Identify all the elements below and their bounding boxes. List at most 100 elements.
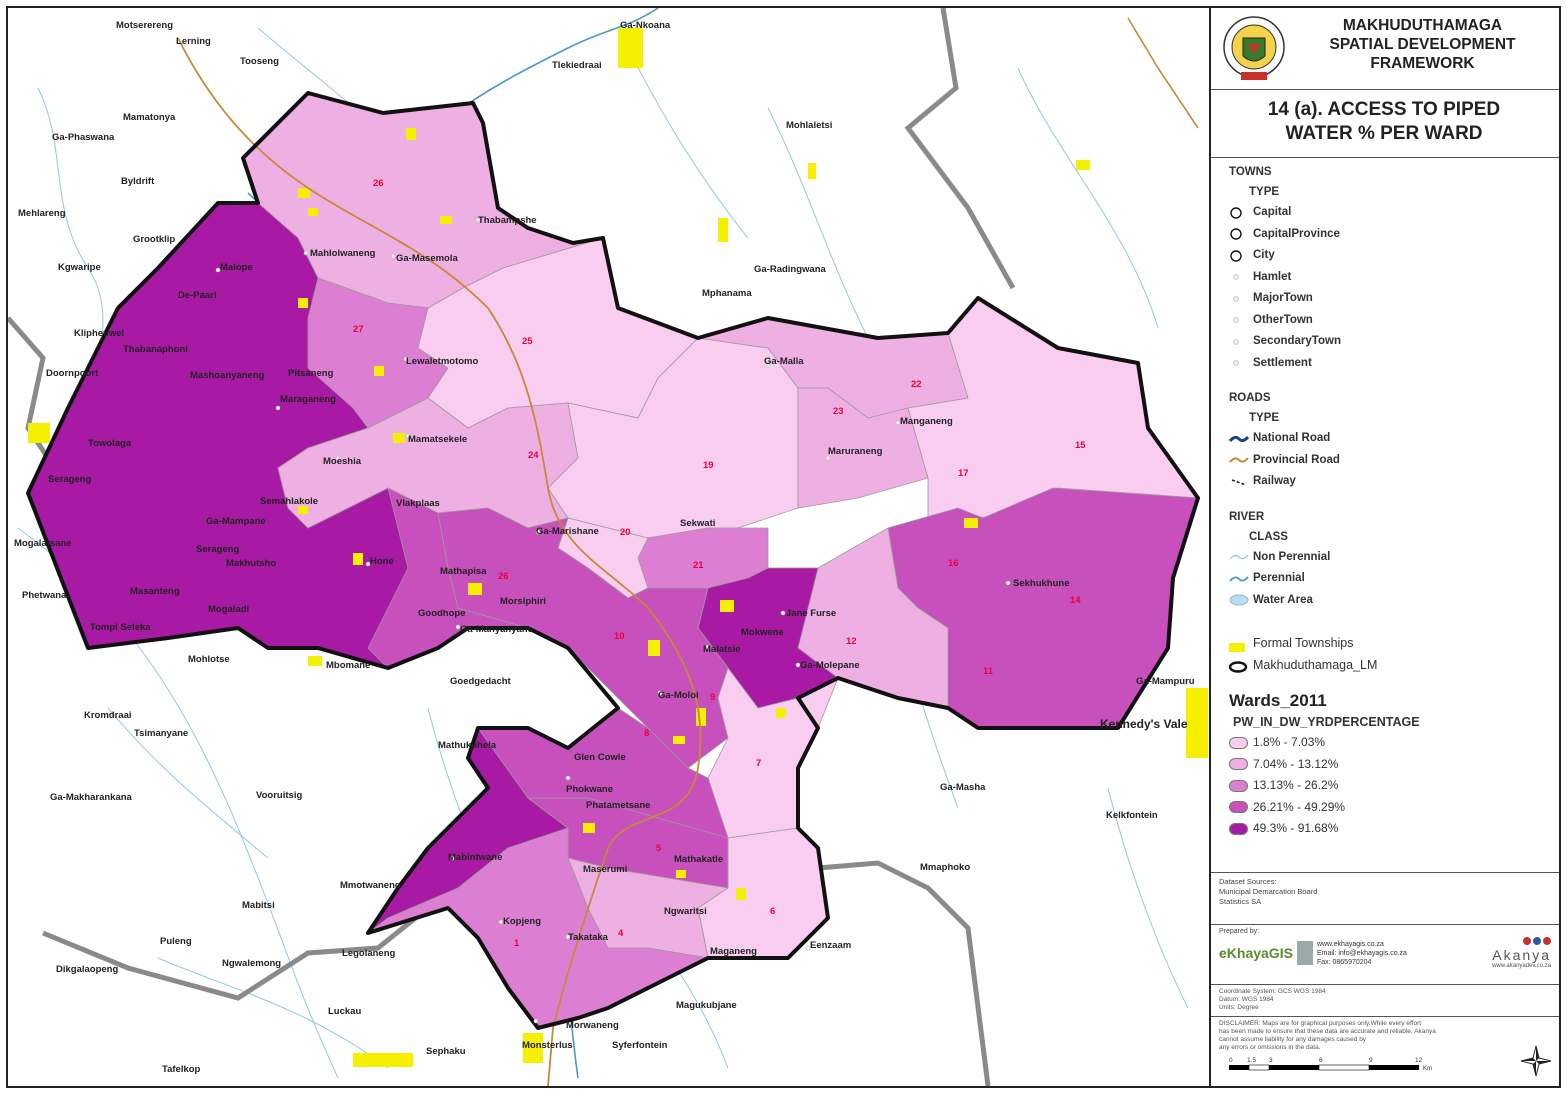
place-label: Ga-Mampane bbox=[206, 516, 266, 527]
org-name-line: MAKHUDUTHAMAGA bbox=[1342, 17, 1503, 34]
legend-item-label: Perennial bbox=[1253, 572, 1305, 584]
ward-label: 22 bbox=[911, 379, 922, 390]
legend-item-label: Water Area bbox=[1253, 593, 1313, 606]
place-label: Tompi Seleka bbox=[90, 622, 151, 633]
prepared-web-link[interactable]: www.ekhayagis.co.za bbox=[1316, 940, 1384, 948]
legend-towns-heading: TOWNS bbox=[1229, 166, 1272, 178]
place-label: Ga-Phaswana bbox=[52, 132, 115, 143]
place-label: Thabampshe bbox=[478, 215, 537, 226]
provincial-road-icon bbox=[1229, 453, 1249, 467]
place-label: Vooruitsig bbox=[256, 790, 302, 801]
place-label: Ga-Mampuru bbox=[1136, 676, 1195, 687]
prepared-email[interactable]: Email: info@ekhayagis.co.za bbox=[1316, 949, 1407, 957]
municipality-boundary bbox=[26, 91, 1200, 1030]
ward-label: 9 bbox=[710, 692, 715, 703]
ward-label: 6 bbox=[770, 906, 775, 917]
org-name-line: SPATIAL DEVELOPMENT bbox=[1329, 36, 1516, 53]
place-label: Mabintwane bbox=[448, 852, 502, 863]
place-label: Ga-Masha bbox=[940, 782, 986, 793]
place-label: Kgwaripe bbox=[58, 262, 101, 273]
non-perennial-river-icon bbox=[1229, 550, 1249, 564]
prepared-label: Prepared by: bbox=[1219, 928, 1260, 935]
ward-label: 10 bbox=[614, 631, 625, 642]
ward-labels: 26 27 25 22 23 15 24 19 17 20 21 16 26 1… bbox=[353, 178, 1086, 949]
place-label: Mehlareng bbox=[18, 208, 66, 219]
legend-item-label: Hamlet bbox=[1253, 270, 1292, 283]
legend-item-label: Railway bbox=[1253, 475, 1296, 487]
place-label: Tafelkop bbox=[162, 1064, 201, 1075]
ward-label: 26 bbox=[373, 178, 384, 189]
legend-item-formal-townships: Formal Townships bbox=[1229, 633, 1559, 655]
class-label: 7.04% - 13.12% bbox=[1253, 756, 1339, 771]
prepared-fax: Fax: 0865970204 bbox=[1316, 958, 1372, 966]
class-swatch bbox=[1229, 801, 1248, 814]
place-label: Kopjeng bbox=[503, 916, 541, 927]
place-label: Eenzaam bbox=[810, 940, 851, 951]
place-label: Hone bbox=[370, 556, 394, 567]
place-label: Mohlaletsi bbox=[786, 120, 832, 131]
class-label: 26.21% - 49.29% bbox=[1253, 799, 1346, 814]
legend-item-capitalprovince: CapitalProvince bbox=[1229, 224, 1559, 246]
railway-icon bbox=[1229, 475, 1249, 489]
place-label: Semahlakole bbox=[260, 496, 318, 507]
legend-item-non-perennial: Non Perennial bbox=[1229, 547, 1559, 569]
compass-rose-icon bbox=[1520, 1045, 1552, 1077]
ward-label: 5 bbox=[656, 843, 662, 854]
place-label: Tsimanyane bbox=[134, 728, 188, 739]
place-label: Grootklip bbox=[133, 234, 175, 245]
class-swatch bbox=[1229, 779, 1248, 792]
dot-icon bbox=[1229, 292, 1249, 306]
place-label: Mphanama bbox=[702, 288, 752, 299]
legend-item-label: Provincial Road bbox=[1253, 453, 1340, 466]
sources-line: Statistics SA bbox=[1219, 897, 1262, 906]
legend-roads-sub: TYPE bbox=[1249, 412, 1280, 424]
place-label: Mmotwaneng bbox=[340, 880, 401, 891]
place-label: Mamatonya bbox=[123, 112, 176, 123]
ward-label: 20 bbox=[620, 527, 631, 538]
place-label: Phatametsane bbox=[586, 800, 650, 811]
place-label: Morwaneng bbox=[566, 1020, 619, 1031]
map-canvas[interactable]: Motserereng Lerning Tooseng Ga-Nkoana Tl… bbox=[8, 8, 1208, 1086]
formal-townships-outside bbox=[28, 28, 1208, 1067]
place-label: Thabanaphoni bbox=[123, 344, 188, 355]
disclaimer-line: DISCLAIMER: Maps are for graphical purpo… bbox=[1219, 1020, 1422, 1027]
ward-label: 12 bbox=[846, 636, 857, 647]
legend-item-perennial: Perennial bbox=[1229, 568, 1559, 590]
legend-item-settlement: Settlement bbox=[1229, 353, 1559, 375]
disclaimer-line: cannot assume liability for any damages … bbox=[1219, 1036, 1367, 1043]
place-label: Monsterlus bbox=[522, 1040, 573, 1051]
akanya-web-link[interactable]: www.akanyadev.co.za bbox=[1492, 963, 1551, 969]
place-label: Doornpoort bbox=[46, 368, 99, 379]
place-label: Mathakatle bbox=[674, 854, 723, 865]
place-label: Lewaletmotomo bbox=[406, 356, 479, 367]
legend-river-sub: CLASS bbox=[1249, 530, 1288, 543]
scale-unit: Km bbox=[1423, 1066, 1432, 1072]
ward-label: 23 bbox=[833, 406, 844, 417]
org-name: MAKHUDUTHAMAGA SPATIAL DEVELOPMENT FRAME… bbox=[1295, 16, 1550, 73]
place-label: Serageng bbox=[48, 474, 91, 485]
place-label: Serageng bbox=[196, 544, 239, 555]
dot-icon bbox=[1229, 270, 1249, 284]
akanya-logo-dots bbox=[1492, 937, 1551, 947]
ward-label: 11 bbox=[983, 666, 994, 677]
place-label: Makhutsho bbox=[226, 558, 276, 569]
legend-item-label: CapitalProvince bbox=[1253, 227, 1340, 240]
map-title-box: 14 (a). ACCESS TO PIPED WATER % PER WARD bbox=[1211, 90, 1559, 158]
town-points bbox=[215, 217, 1011, 1024]
place-label: Maraganeng bbox=[280, 394, 336, 405]
place-label: Kelkfontein bbox=[1106, 810, 1158, 821]
place-label: Ga-Radingwana bbox=[754, 264, 827, 275]
ward-label: 27 bbox=[353, 324, 364, 335]
place-label: Lerning bbox=[176, 36, 211, 47]
place-label: Ga-Nkoana bbox=[620, 20, 671, 31]
place-label: Mokwene bbox=[741, 627, 784, 638]
ward-label: 14 bbox=[1070, 595, 1081, 606]
place-label: Goodhope bbox=[418, 608, 466, 619]
ward-label: 1 bbox=[514, 938, 520, 949]
ekhayagis-logo: eKhayaGIS bbox=[1219, 945, 1293, 961]
formal-townships-inside bbox=[298, 128, 978, 900]
place-label: Kennedy's Vale bbox=[1100, 717, 1188, 731]
disclaimer-line: has been made to ensure that these data … bbox=[1219, 1028, 1436, 1035]
place-label: Kromdraai bbox=[84, 710, 132, 721]
coord-datum: Datum: WGS 1984 bbox=[1219, 996, 1274, 1003]
